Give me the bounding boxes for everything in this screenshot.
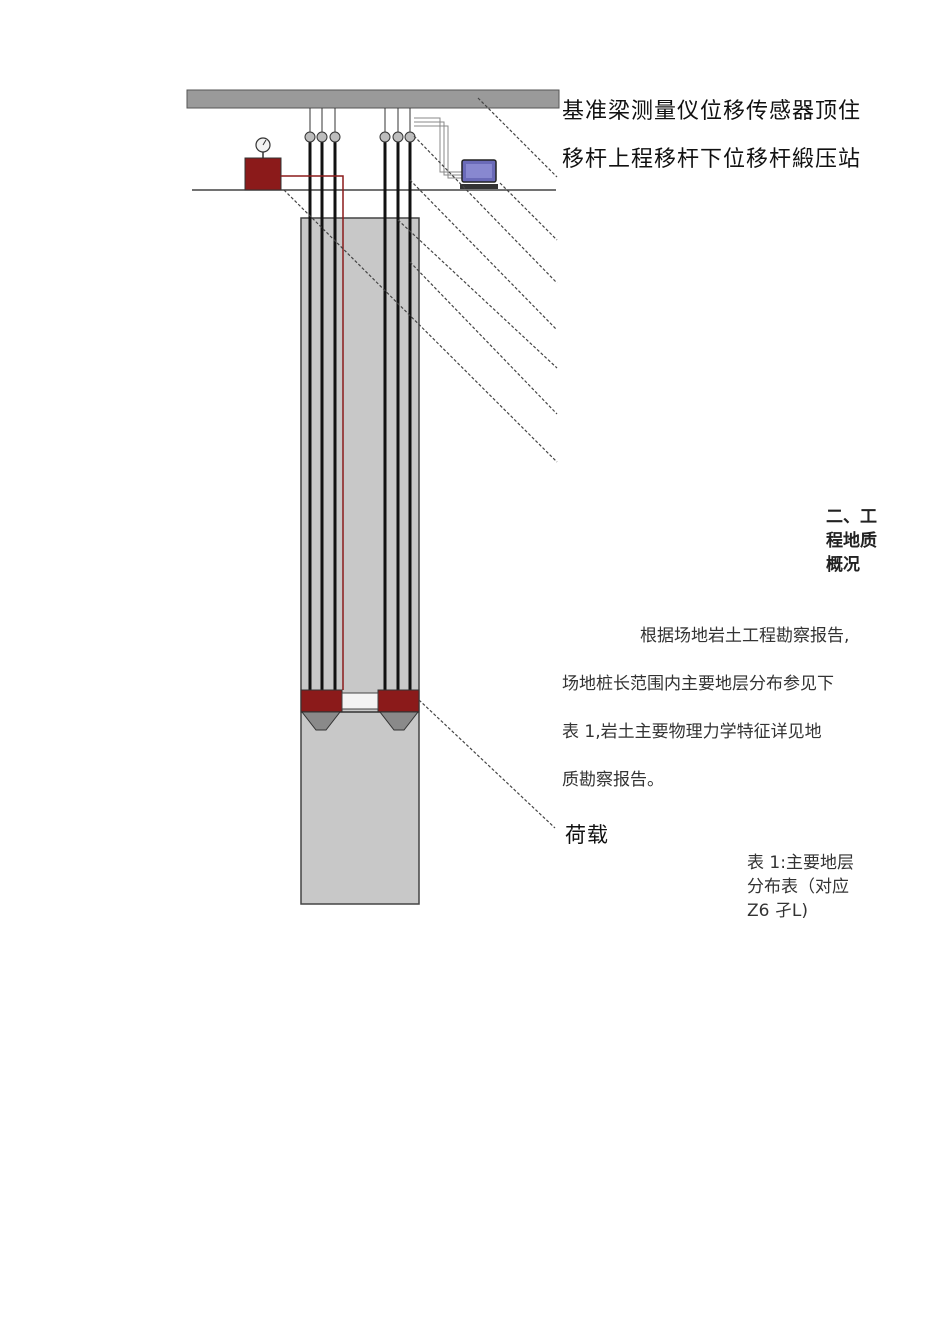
displacement-sensors — [304, 108, 416, 143]
leader-lines — [283, 97, 558, 829]
load-box-right — [377, 689, 420, 713]
monitor-icon — [460, 159, 498, 189]
caption-line: 分布表（对应 — [747, 877, 849, 897]
pressure-station-box — [244, 157, 282, 191]
caption-line: 表 1:主要地层 — [747, 853, 854, 873]
paragraph-line: 场地桩长范围内主要地层分布参见下 — [562, 674, 834, 694]
pile-body — [300, 217, 420, 905]
caption-line: Z6 孑L) — [747, 901, 808, 921]
load-label: 荷载 — [565, 823, 609, 847]
section-heading-line: 概况 — [826, 555, 860, 575]
sensor-cables — [414, 117, 462, 179]
section-heading-line: 程地质 — [826, 531, 877, 551]
load-box-cone-left — [300, 711, 342, 731]
diagram-label-line2: 移杆上程移杆下位移杆緞压站 — [562, 147, 862, 172]
reference-beam — [186, 89, 560, 109]
diagram-label-line1: 基准梁测量仪位移传感器顶住 — [562, 99, 862, 124]
load-box-cone-right — [378, 711, 420, 731]
paragraph-line: 表 1,岩土主要物理力学特征详见地 — [562, 722, 822, 742]
displacement-rods — [308, 140, 412, 712]
section-heading: 二、工 程地质 概况 — [826, 505, 896, 577]
load-box-left — [300, 689, 343, 713]
paragraph-line: 根据场地岩土工程勘察报告, — [640, 626, 850, 646]
load-box-gap — [341, 692, 379, 710]
table-caption: 表 1:主要地层 分布表（对应 Z6 孑L) — [747, 851, 887, 923]
paragraph-line: 质勘察报告。 — [562, 770, 664, 790]
body-paragraph: 根据场地岩土工程勘察报告, 场地桩长范围内主要地层分布参见下 表 1,岩土主要物… — [562, 612, 892, 804]
section-heading-line: 二、工 — [826, 507, 877, 527]
hydraulic-line — [281, 175, 344, 690]
